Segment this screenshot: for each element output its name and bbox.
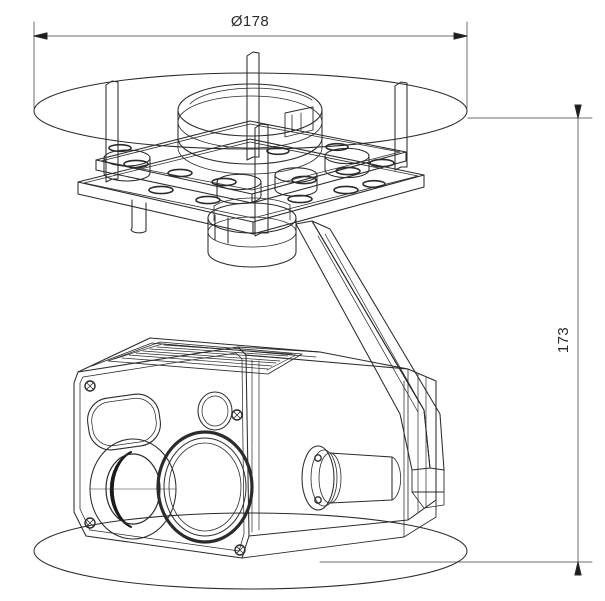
camera-body [73,337,437,559]
top-damping-circle [33,72,468,150]
laser-aperture [197,391,233,431]
diameter-dimension-label: Ø178 [231,13,269,30]
dimension-arrowheads [33,32,582,576]
rubber-dampers [103,147,370,205]
heat-sink [107,341,303,375]
gimbal-arm [295,220,445,509]
lens-zoom [156,430,254,544]
body-screws [84,380,246,556]
roll-motor [301,445,402,511]
lens-wide [89,438,177,540]
yaw-motor [207,197,297,268]
bottom-damping-circle [33,512,468,590]
height-dimension-label: 173 [555,327,572,353]
thermal-window [87,393,161,451]
mount-plate-upper [95,120,407,204]
damper-posts [105,51,408,237]
plate-screw-posts [130,199,229,244]
mount-holes [108,142,395,205]
top-cylinder [177,83,323,175]
